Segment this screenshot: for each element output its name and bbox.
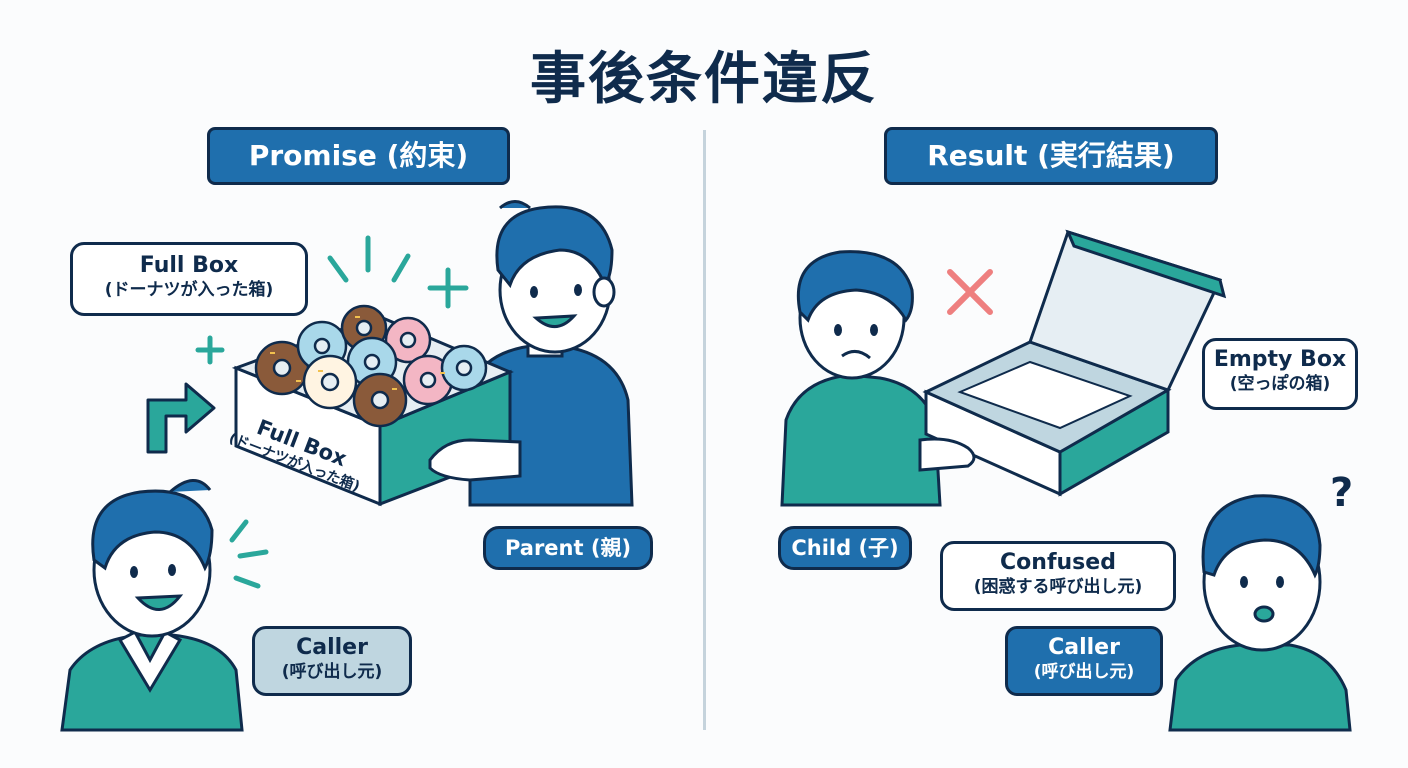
full-donut-box <box>231 304 514 507</box>
sparkle-icon <box>195 235 469 365</box>
parent-label: Parent (親) <box>483 526 653 570</box>
center-divider <box>703 130 706 730</box>
turn-arrow-icon <box>146 382 216 454</box>
empty-box <box>922 229 1227 497</box>
caller-label-right: Caller (呼び出し元) <box>1005 626 1163 696</box>
promise-header: Promise (約束) <box>207 127 510 185</box>
question-mark-icon: ? <box>1330 470 1354 516</box>
full-box-label: Full Box (ドーナツが入った箱) <box>70 242 308 316</box>
confused-label: Confused (困惑する呼び出し元) <box>940 541 1176 611</box>
child-label: Child (子) <box>778 526 912 570</box>
page-title: 事後条件違反 <box>530 47 878 112</box>
empty-box-label: Empty Box (空っぽの箱) <box>1202 338 1358 410</box>
red-x-icon <box>947 269 993 315</box>
caller-figure-right <box>1168 494 1352 732</box>
parent-hand <box>428 438 522 482</box>
caller-figure-left <box>60 479 244 732</box>
child-hand <box>918 437 976 472</box>
caller-label-left: Caller (呼び出し元) <box>252 626 412 696</box>
excitement-lines-icon <box>229 519 269 589</box>
child-figure <box>780 250 942 507</box>
result-header: Result (実行結果) <box>884 127 1218 185</box>
